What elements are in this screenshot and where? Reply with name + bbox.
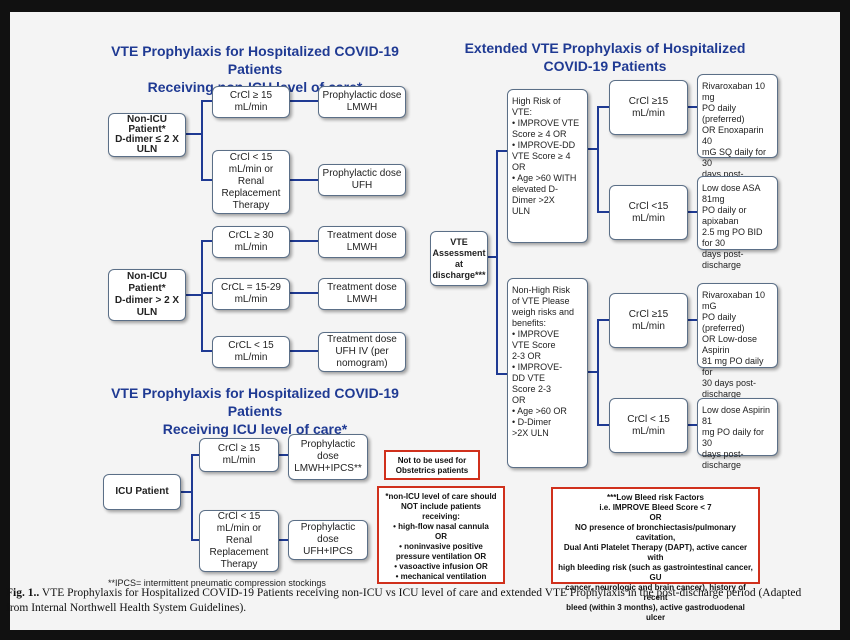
ipcs-footnote: **IPCS= intermittent pneumatic compressi… [108,578,326,588]
treatment-lmwh-box-2: Treatment dose LMWH [318,278,406,310]
icu-patient-box: ICU Patient [103,474,181,510]
prophylactic-ufh-box: Prophylactic dose UFH [318,164,406,196]
high-risk-crcl-ge15-box: CrCl ≥15 mL/min [609,80,688,135]
icu-crcl-lt15-rrt-box: CrCl < 15 mL/min or Renal Replacement Th… [199,510,279,572]
crcl-ge15-box: CrCl ≥ 15 mL/min [212,86,290,118]
crcl-ge30-box: CrCL ≥ 30 mL/min [212,226,290,258]
non-icu-definition-note: *non-ICU level of care should NOT includ… [377,486,505,584]
non-icu-high-dimer-patient-box: Non-ICU Patient* D-dimer > 2 X ULN [108,269,186,321]
non-high-risk-rivaroxaban-aspirin-box: Rivaroxaban 10 mG PO daily (preferred) O… [697,283,778,399]
prophylactic-lmwh-box: Prophylactic dose LMWH [318,86,406,118]
caption-label: Fig. 1.. [6,587,40,599]
crcl-lt15-rrt-box: CrCl < 15 mL/min or Renal Replacement Th… [212,150,290,214]
non-high-risk-crcl-ge15-box: CrCl ≥15 mL/min [609,293,688,348]
caption-text: VTE Prophylaxis for Hospitalized COVID-1… [6,587,802,614]
high-risk-asa-apixaban-box: Low dose ASA 81mg PO daily or apixaban 2… [697,176,778,270]
high-risk-crcl-lt15-box: CrCl <15 mL/min [609,185,688,240]
non-high-risk-vte-box: Non-High Risk of VTE Please weigh risks … [507,278,588,468]
high-risk-rivaroxaban-box: Rivaroxaban 10 mg PO daily (preferred) O… [697,74,778,190]
title-icu: VTE Prophylaxis for Hospitalized COVID-1… [111,385,399,437]
treatment-lmwh-box-1: Treatment dose LMWH [318,226,406,258]
low-bleed-risk-note: ***Low Bleed risk Factors i.e. IMPROVE B… [551,487,760,622]
icu-prophylactic-lmwh-ipcs-box: Prophylactic dose LMWH+IPCS** [288,434,368,480]
high-risk-vte-box: High Risk of VTE: • IMPROVE VTE Score ≥ … [507,89,588,243]
obstetrics-note: Not to be used for Obstetrics patients [384,450,480,480]
title-extended: Extended VTE Prophylaxis of Hospitalized… [464,40,746,74]
non-high-risk-aspirin-box: Low dose Aspirin 81 mg PO daily for 30 d… [697,398,778,470]
non-high-risk-crcl-lt15-box: CrCl < 15 mL/min [609,398,688,453]
vte-assessment-box: VTE Assessment at discharge*** [430,231,488,286]
non-icu-low-dimer-patient-box: Non-ICU Patient* D-dimer ≤ 2 X ULN [108,113,186,157]
treatment-ufh-iv-box: Treatment dose UFH IV (per nomogram) [318,332,406,372]
icu-crcl-ge15-box: CrCl ≥ 15 mL/min [199,438,279,472]
icu-prophylactic-ufh-ipcs-box: Prophylactic dose UFH+IPCS [288,520,368,560]
crcl-lt15-box: CrCL < 15 mL/min [212,336,290,368]
crcl-15-29-box: CrCL = 15-29 mL/min [212,278,290,310]
figure-caption: Fig. 1.. VTE Prophylaxis for Hospitalize… [6,586,826,616]
